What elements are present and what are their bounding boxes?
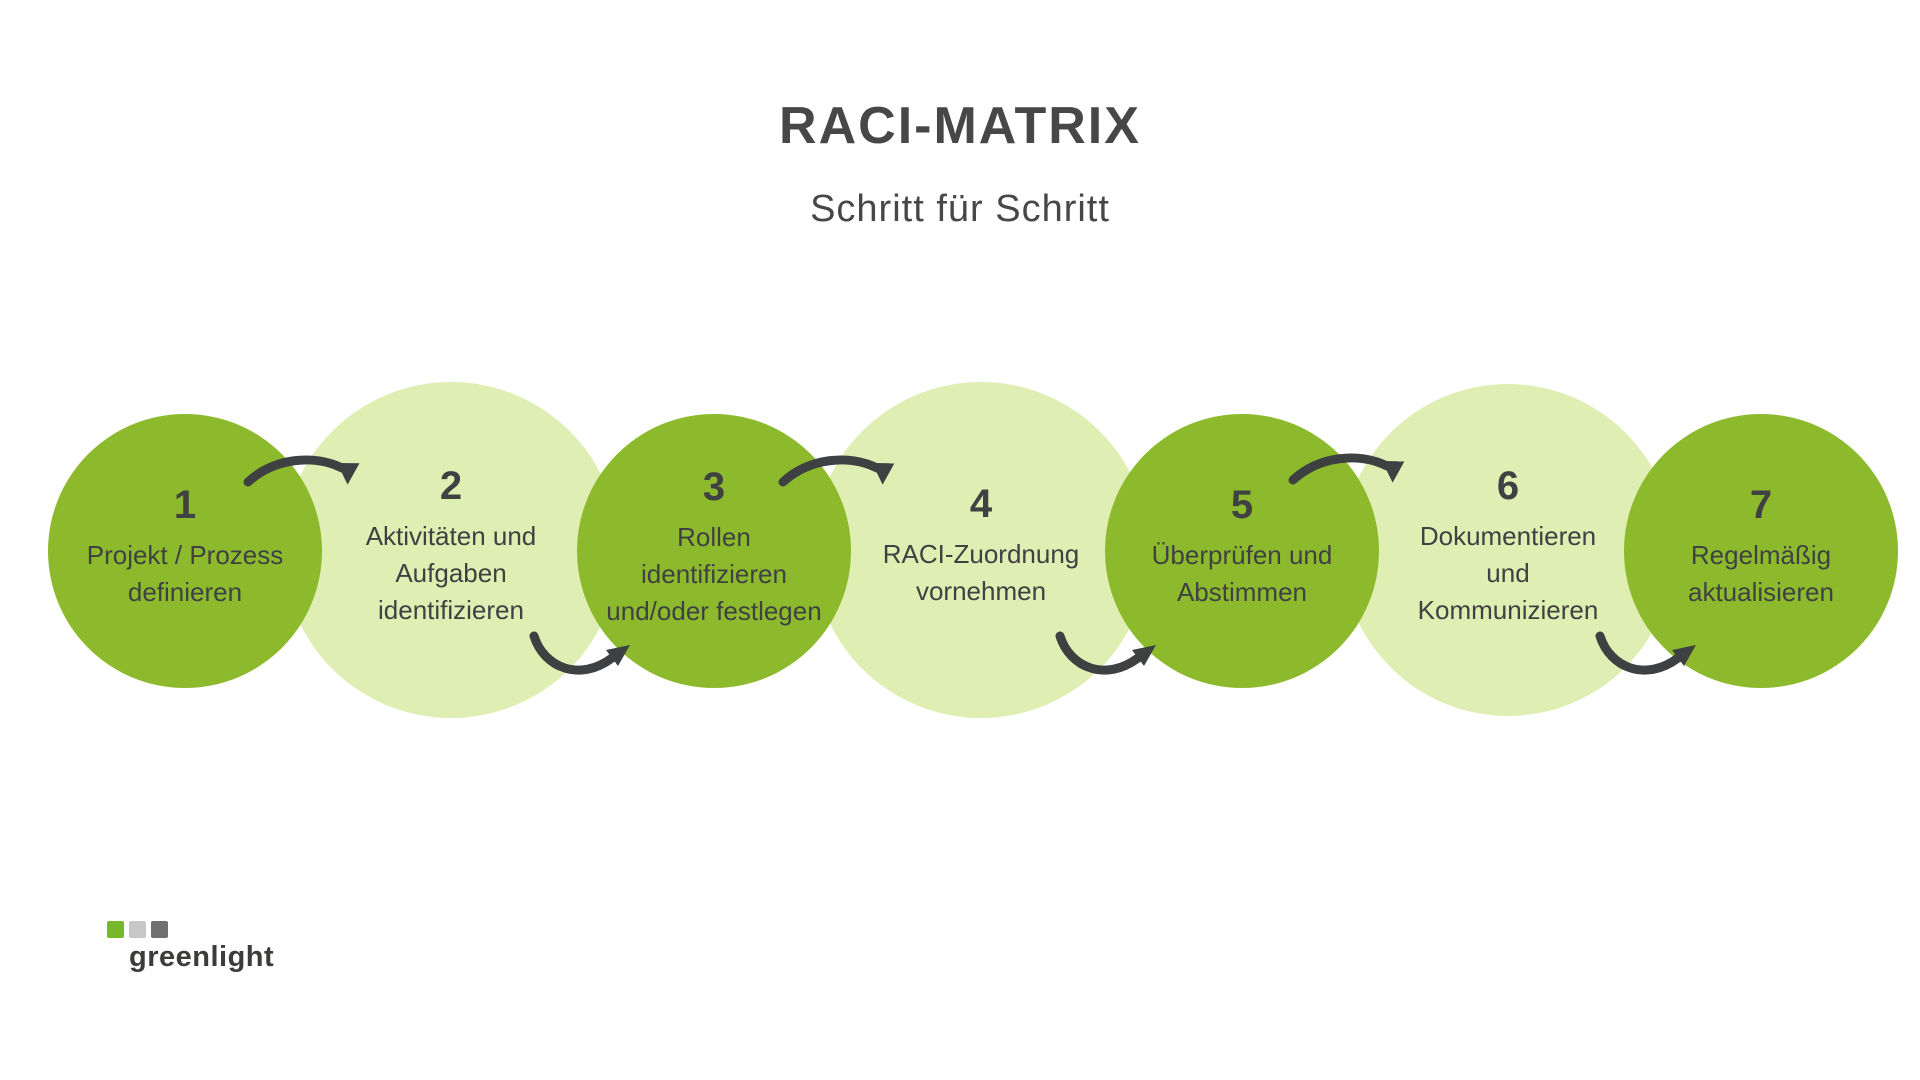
page-title: RACI-MATRIX [779,97,1141,155]
arrow-step3-to-step4-icon [778,455,895,487]
logo-square-lightgray-icon [129,921,146,938]
logo-square-darkgray-icon [151,921,168,938]
arrow-step2-to-step3-icon [529,631,630,675]
step-number: 7 [1749,483,1773,527]
step-label: Projekt / Prozess definieren [86,540,284,607]
step-number: 5 [1230,483,1254,527]
step-label: Dokumentieren und Kommunizieren [1417,520,1599,625]
step-circle-4: 4 RACI-Zuordnung vornehmen [813,382,1149,718]
step-label: Regelmäßig aktualisieren [1688,540,1834,607]
step-number: 2 [439,463,463,508]
step-label: Überprüfen und Abstimmen [1151,540,1333,607]
arrow-step5-to-step6-icon [1288,453,1405,485]
step-number: 4 [969,482,993,526]
step-circle-2: 2 Aktivitäten und Aufgaben identifiziere… [283,382,619,718]
step-circle-1: 1 Projekt / Prozess definieren [48,414,322,688]
step-number: 1 [173,483,197,527]
arrow-step1-to-step2-icon [243,455,360,487]
arrow-step4-to-step5-icon [1055,631,1156,675]
arrow-step6-to-step7-icon [1595,631,1696,675]
greenlight-logo: greenlight [107,921,274,974]
step-number: 3 [702,464,726,509]
header: RACI-MATRIX Schritt für Schritt [0,96,1920,231]
step-label: Rollen identifizieren und/oder festlegen [606,521,822,626]
page-subtitle: Schritt für Schritt [810,188,1110,230]
step-circle-7: 7 Regelmäßig aktualisieren [1624,414,1898,688]
step-label: RACI-Zuordnung vornehmen [882,539,1080,606]
step-label: Aktivitäten und Aufgaben identifizieren [365,520,537,625]
logo-squares-icon [107,921,274,938]
step-circle-3: 3 Rollen identifizieren und/oder festleg… [577,414,851,688]
logo-wordmark: greenlight [129,941,275,973]
step-number: 6 [1496,463,1520,508]
logo-square-green-icon [107,921,124,938]
